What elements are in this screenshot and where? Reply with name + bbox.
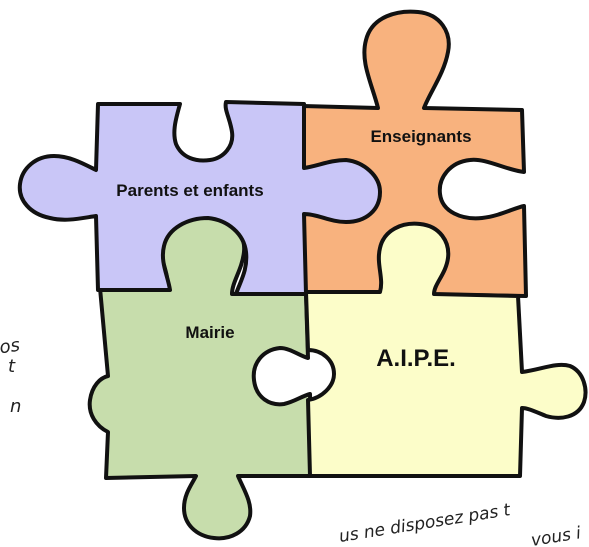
parents-piece [17, 100, 382, 296]
side-fragment-1: os [0, 335, 21, 359]
side-fragment-3: n [10, 396, 21, 417]
side-fragment-2: t [8, 356, 16, 377]
aipe-piece [304, 221, 588, 478]
enseignants-label: Enseignants [370, 127, 471, 146]
bottom-fragment-2: vous i [530, 523, 583, 547]
mairie-label: Mairie [185, 323, 234, 342]
bottom-fragment-1: us ne disposez pas t [338, 500, 513, 547]
aipe-label: A.I.P.E. [376, 345, 456, 372]
parents-label: Parents et enfants [116, 181, 263, 200]
